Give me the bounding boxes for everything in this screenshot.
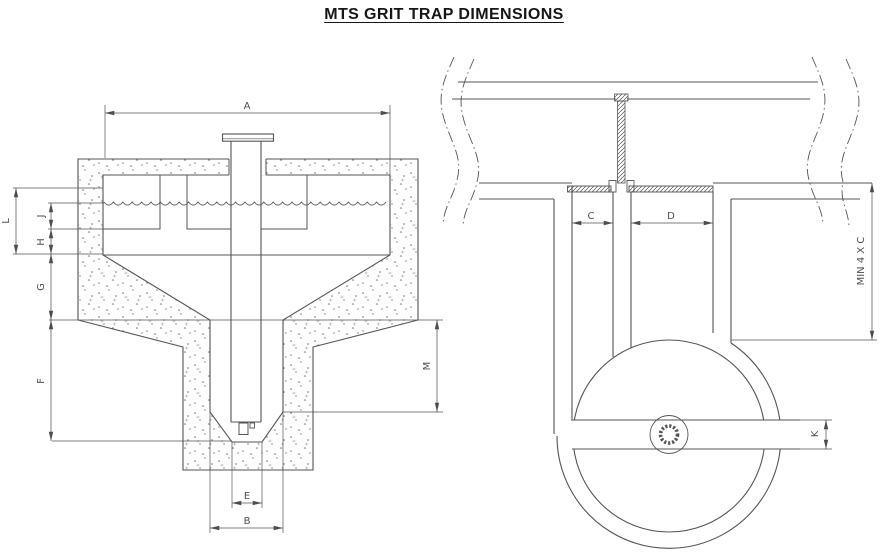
center-pipe-body <box>231 141 261 423</box>
right-walls <box>712 192 732 343</box>
upper-channel <box>452 81 818 100</box>
water-line <box>103 201 387 206</box>
break-curve-right-2 <box>840 58 860 227</box>
dim-label-a: A <box>244 101 251 112</box>
bottom-valve <box>238 422 249 435</box>
dim-label-h: H <box>36 238 47 246</box>
dim-label-f: F <box>36 378 47 384</box>
dim-label-j: J <box>36 215 47 219</box>
cover-plate-right <box>628 185 714 193</box>
dim-label-b: B <box>244 516 251 527</box>
pipe-flange <box>221 133 275 142</box>
scraper-arm-lines <box>572 419 800 450</box>
dim-label-min4xc: MIN 4 X C <box>856 237 867 286</box>
section-dimension-lines <box>13 110 440 531</box>
dim-label-c: C <box>588 211 595 222</box>
inlet-dimension-lines <box>572 183 875 449</box>
bearing-circle <box>649 415 689 454</box>
outer-channel-arc <box>556 342 782 549</box>
section-dimension-labels: A L J H G F M E B <box>1 101 433 527</box>
standpipe <box>617 100 626 184</box>
center-pipe <box>230 141 262 423</box>
dim-label-e: E <box>244 491 250 502</box>
cover-plate-left <box>567 185 612 193</box>
arm-extension-lines <box>800 419 832 450</box>
feed-pipe-walls <box>612 192 632 357</box>
slab-opening-edges <box>228 159 267 175</box>
drawing-title: MTS GRIT TRAP DIMENSIONS <box>0 6 888 24</box>
inlet-view: C D K MIN 4 X C <box>440 56 877 549</box>
valve-fitting <box>249 422 255 429</box>
center-hub <box>658 424 680 445</box>
trap-top-left <box>479 182 572 200</box>
trap-top-right <box>713 182 872 200</box>
section-view: A L J H G F M E B <box>1 101 443 533</box>
dim-label-g: G <box>36 283 47 291</box>
scraper-arm-band <box>572 420 800 449</box>
dim-label-d: D <box>667 211 675 222</box>
inlet-dimension-labels: C D K MIN 4 X C <box>588 211 867 437</box>
section-extension-lines <box>13 105 443 533</box>
baffle-plates <box>103 175 308 230</box>
drawing-title-text: MTS GRIT TRAP DIMENSIONS <box>324 6 564 23</box>
break-curve-left-2 <box>460 58 480 227</box>
dim-label-m: M <box>422 362 433 371</box>
standpipe-head <box>614 93 629 102</box>
left-channel-walls <box>553 186 573 434</box>
break-curve-left-1 <box>440 56 460 225</box>
dim-label-k: K <box>810 430 821 437</box>
dim-label-l: L <box>1 218 12 224</box>
